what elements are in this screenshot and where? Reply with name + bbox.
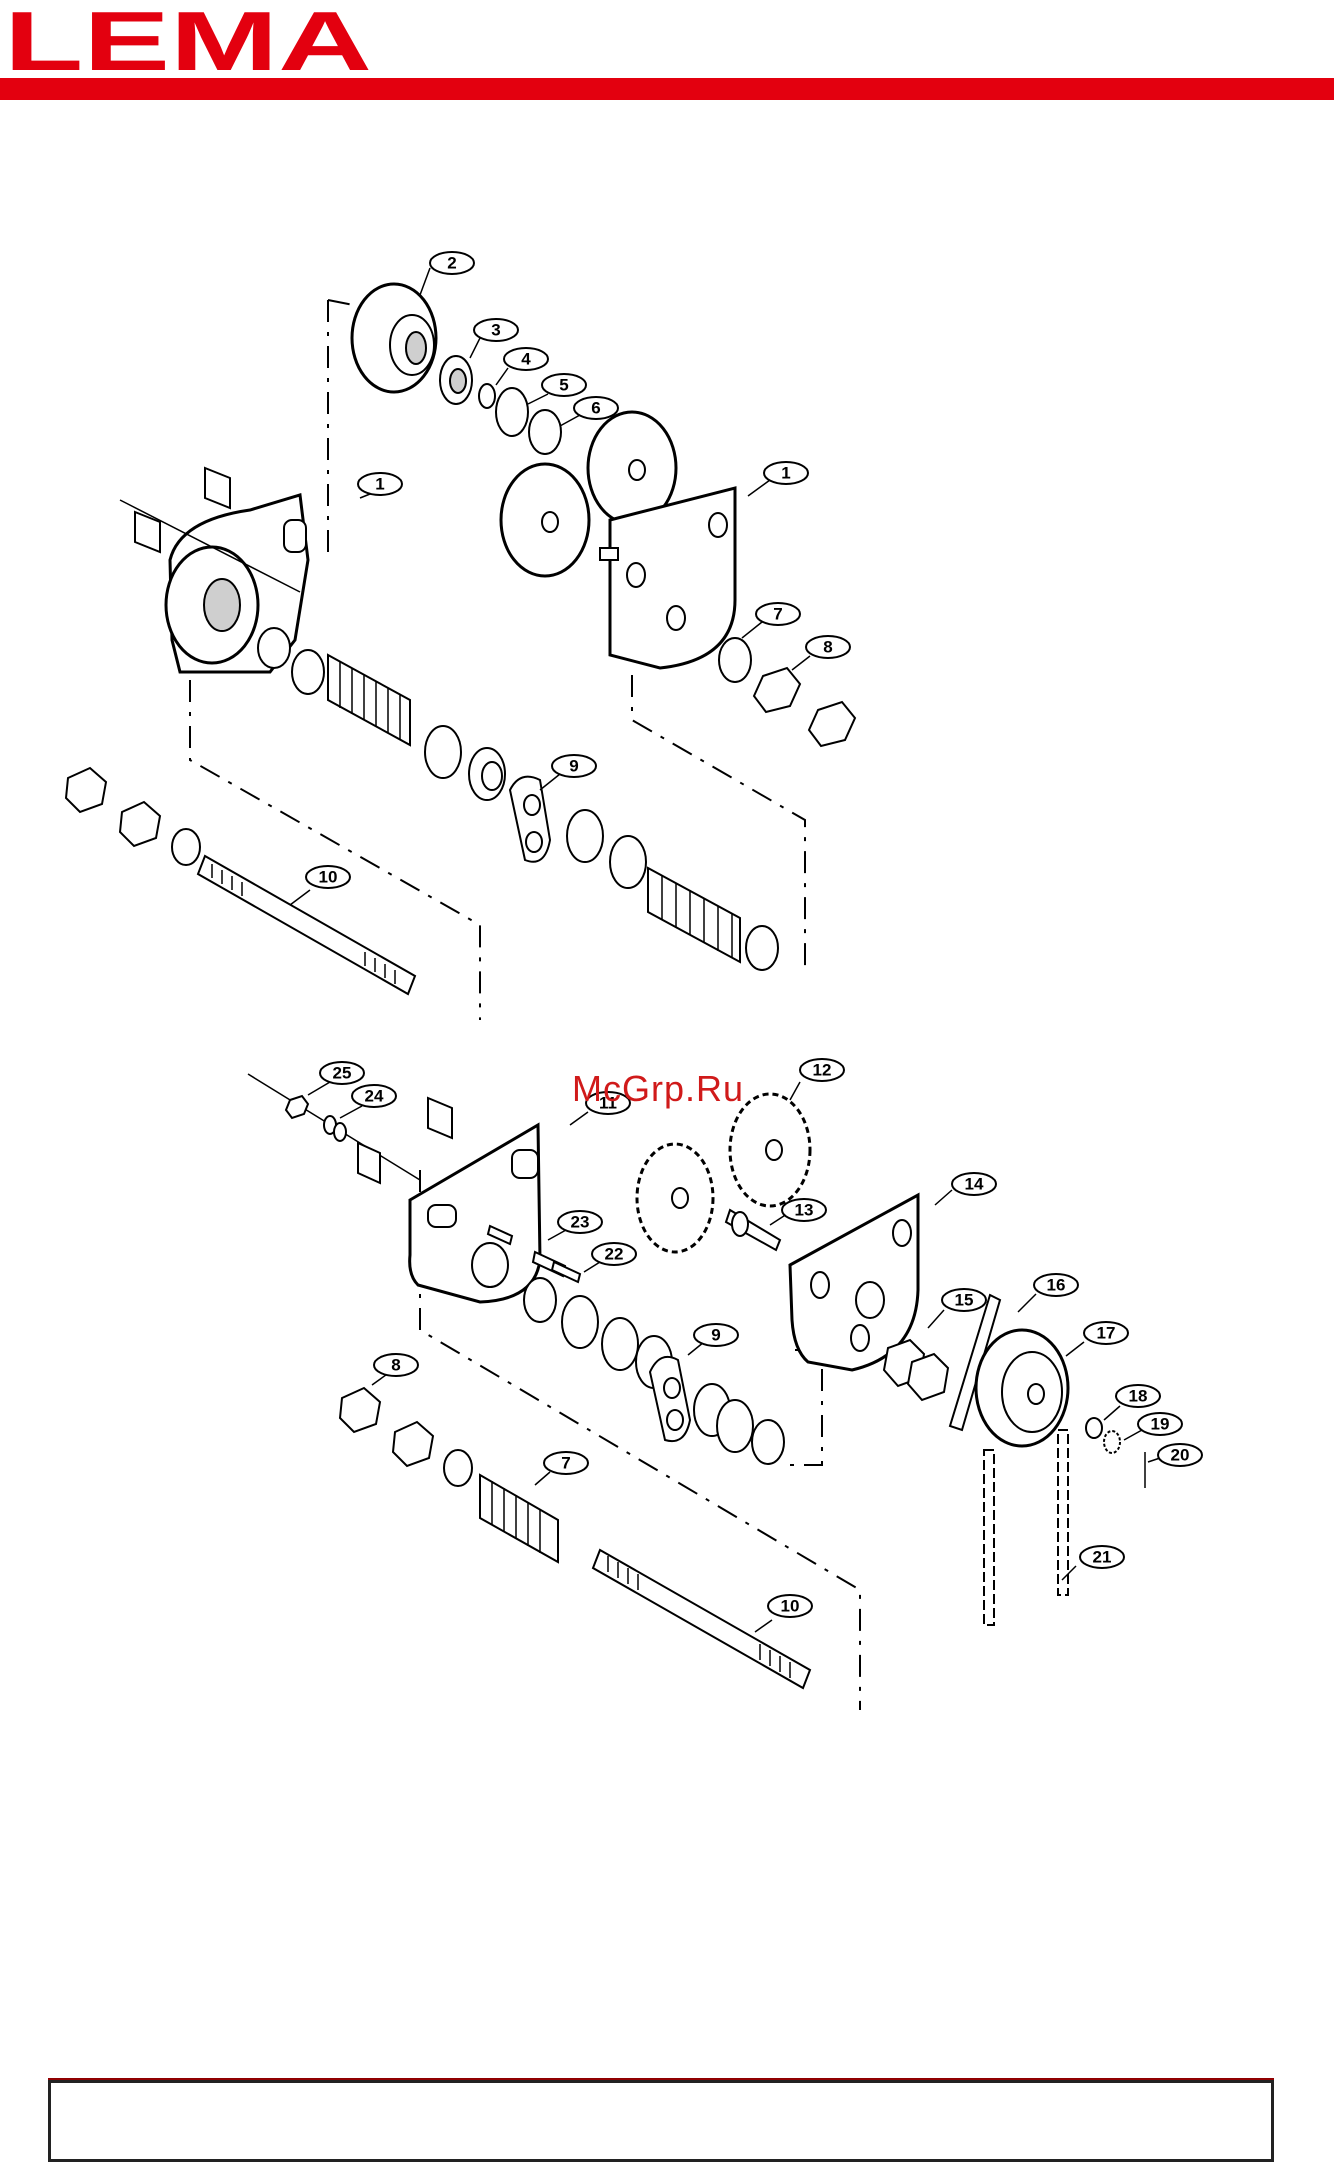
svg-text:16: 16: [1047, 1276, 1066, 1295]
callout-lower-18: 18: [1116, 1385, 1160, 1407]
svg-text:7: 7: [561, 1454, 570, 1473]
callout-upper-6: 6: [574, 397, 618, 419]
svg-text:25: 25: [333, 1064, 352, 1083]
callout-lower-13: 13: [782, 1199, 826, 1221]
svg-text:18: 18: [1129, 1387, 1148, 1406]
svg-text:3: 3: [491, 321, 500, 340]
svg-text:6: 6: [591, 399, 600, 418]
nut-upper-a: [66, 768, 106, 812]
svg-text:9: 9: [711, 1326, 720, 1345]
footer-box: [48, 2080, 1274, 2162]
svg-text:8: 8: [823, 638, 832, 657]
svg-text:2: 2: [447, 254, 456, 273]
callout-upper-8: 8: [806, 636, 850, 658]
washer-part-4: [479, 384, 495, 408]
wheel-part-2: [352, 284, 436, 392]
callout-upper-7: 7: [756, 603, 800, 625]
callout-lower-15: 15: [942, 1289, 986, 1311]
washer-part-7: [719, 638, 751, 682]
callout-lower-25: 25: [320, 1062, 364, 1084]
callout-lower-9: 9: [694, 1324, 738, 1346]
side-plate-part-11: [410, 1125, 540, 1302]
callout-lower-17: 17: [1084, 1322, 1128, 1344]
nut-upper-b: [120, 802, 160, 846]
svg-text:7: 7: [773, 605, 782, 624]
callout-lower-22: 22: [592, 1243, 636, 1265]
spring-part-7-lower: [480, 1475, 558, 1562]
callout-upper-4: 4: [504, 348, 548, 370]
nut-part-25: [286, 1096, 308, 1118]
callout-upper-1b: 1: [764, 462, 808, 484]
svg-text:8: 8: [391, 1356, 400, 1375]
svg-text:12: 12: [813, 1061, 832, 1080]
svg-text:22: 22: [605, 1245, 624, 1264]
circlip-part-6: [529, 410, 561, 454]
svg-text:10: 10: [781, 1597, 800, 1616]
nut-lower-b: [393, 1422, 433, 1466]
callout-lower-8: 8: [374, 1354, 418, 1376]
callout-lower-19: 19: [1138, 1413, 1182, 1435]
callout-upper-2: 2: [430, 252, 474, 274]
nut-part-8: [754, 668, 800, 712]
svg-text:14: 14: [965, 1175, 984, 1194]
callout-upper-5: 5: [542, 374, 586, 396]
nut-lower-a: [340, 1388, 380, 1432]
svg-text:1: 1: [375, 475, 384, 494]
hand-chain-part-21: [984, 1430, 1068, 1625]
svg-text:19: 19: [1151, 1415, 1170, 1434]
watermark-text: McGrp.Ru: [572, 1068, 744, 1110]
callout-upper-9: 9: [552, 755, 596, 777]
callout-lower-12: 12: [800, 1059, 844, 1081]
callout-lower-20: 20: [1158, 1444, 1202, 1466]
callout-lower-16: 16: [1034, 1274, 1078, 1296]
callout-lower-14: 14: [952, 1173, 996, 1195]
callout-lower-10: 10: [768, 1595, 812, 1617]
callout-upper-10: 10: [306, 866, 350, 888]
gear-part-12-front: [637, 1144, 713, 1252]
threaded-shaft-part-10-lower: [593, 1550, 810, 1688]
callout-upper-1a: 1: [358, 473, 402, 495]
svg-text:13: 13: [795, 1201, 814, 1220]
pin-part-22: [552, 1262, 580, 1282]
svg-text:20: 20: [1171, 1446, 1190, 1465]
nut-part-19: [1104, 1431, 1120, 1453]
callout-lower-21: 21: [1080, 1546, 1124, 1568]
side-plate-left: [166, 495, 308, 672]
washer-part-18: [1086, 1418, 1102, 1438]
nut-part-8b: [809, 702, 855, 746]
gear-part-12-back: [730, 1094, 810, 1206]
chain-wheel-part-17: [976, 1330, 1068, 1446]
callout-lower-24: 24: [352, 1085, 396, 1107]
svg-text:21: 21: [1093, 1548, 1112, 1567]
svg-text:24: 24: [365, 1087, 384, 1106]
svg-text:9: 9: [569, 757, 578, 776]
svg-text:4: 4: [521, 350, 531, 369]
svg-text:5: 5: [559, 376, 568, 395]
spring-upper-right: [648, 868, 740, 962]
wheel-right-front: [501, 464, 589, 576]
spring-upper-left: [328, 655, 410, 745]
svg-text:15: 15: [955, 1291, 974, 1310]
svg-text:17: 17: [1097, 1324, 1116, 1343]
svg-text:23: 23: [571, 1213, 590, 1232]
ring-part-5: [496, 388, 528, 436]
callout-lower-7: 7: [544, 1452, 588, 1474]
svg-text:10: 10: [319, 868, 338, 887]
callout-upper-3: 3: [474, 319, 518, 341]
callout-lower-23: 23: [558, 1211, 602, 1233]
svg-text:1: 1: [781, 464, 790, 483]
